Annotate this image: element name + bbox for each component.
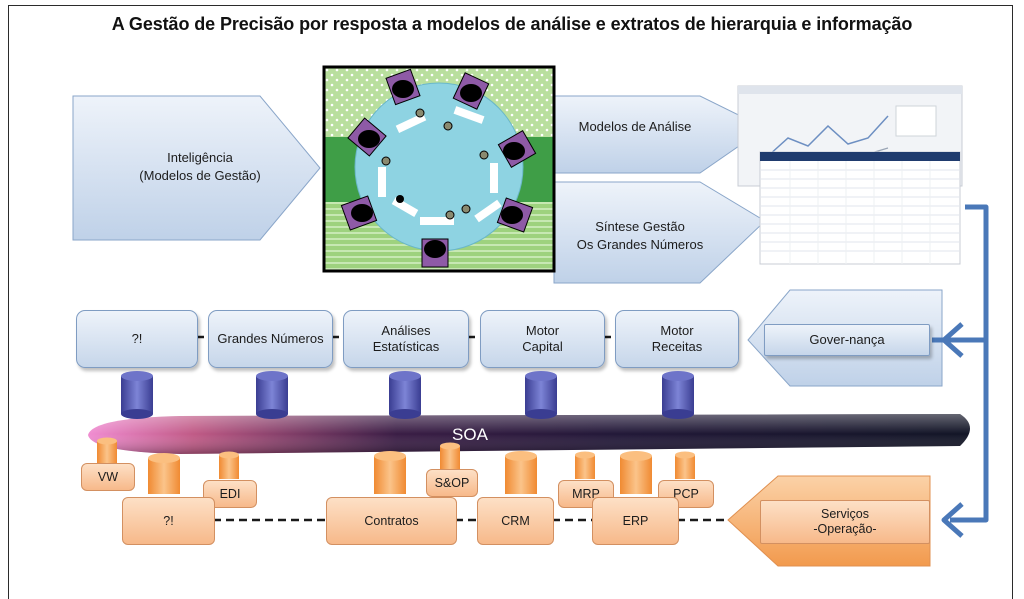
meeting-illustration-icon	[322, 65, 556, 273]
modelos-label: Modelos de Análise	[578, 119, 692, 134]
system-box-sop: S&OP	[426, 469, 478, 497]
database-icon	[374, 451, 406, 494]
database-icon	[575, 451, 595, 479]
analysis-box-grandes-numeros: Grandes Números	[208, 310, 333, 368]
report-screenshot-icon	[737, 85, 963, 265]
database-icon	[97, 437, 117, 463]
database-icon	[662, 371, 694, 419]
inteligencia-arrow	[72, 95, 321, 241]
database-icon	[256, 371, 288, 419]
database-icon	[675, 451, 695, 479]
system-box-crm: CRM	[477, 497, 554, 545]
database-icon	[620, 451, 652, 494]
analysis-box-unknown: ?!	[76, 310, 198, 368]
servicos-label: Serviços -Operação-	[760, 500, 930, 544]
database-icon	[389, 371, 421, 419]
sintese-label: Síntese Gestão Os Grandes Números	[576, 219, 704, 252]
blue-connector-arrow-icon	[932, 204, 989, 538]
system-box-vw: VW	[81, 463, 135, 491]
soa-label: SOA	[452, 425, 488, 444]
database-icon	[121, 371, 153, 419]
database-icon	[440, 442, 460, 470]
system-box-erp: ERP	[592, 497, 679, 545]
system-box-contratos: Contratos	[326, 497, 457, 545]
governanca-label: Gover-nança	[764, 324, 930, 356]
database-icon	[219, 451, 239, 479]
analysis-box-motor-capital: Motor Capital	[480, 310, 605, 368]
analysis-box-estatisticas: Análises Estatísticas	[343, 310, 469, 368]
database-icon	[505, 451, 537, 494]
system-box-unknown: ?!	[122, 497, 215, 545]
inteligencia-label: Inteligência (Modelos de Gestão)	[139, 150, 261, 183]
system-box-edi: EDI	[203, 480, 257, 508]
diagram-frame	[8, 5, 1013, 599]
database-icon	[525, 371, 557, 419]
analysis-box-motor-receitas: Motor Receitas	[615, 310, 739, 368]
diagram-title: A Gestão de Precisão por resposta a mode…	[111, 14, 913, 34]
database-icon	[148, 453, 180, 494]
